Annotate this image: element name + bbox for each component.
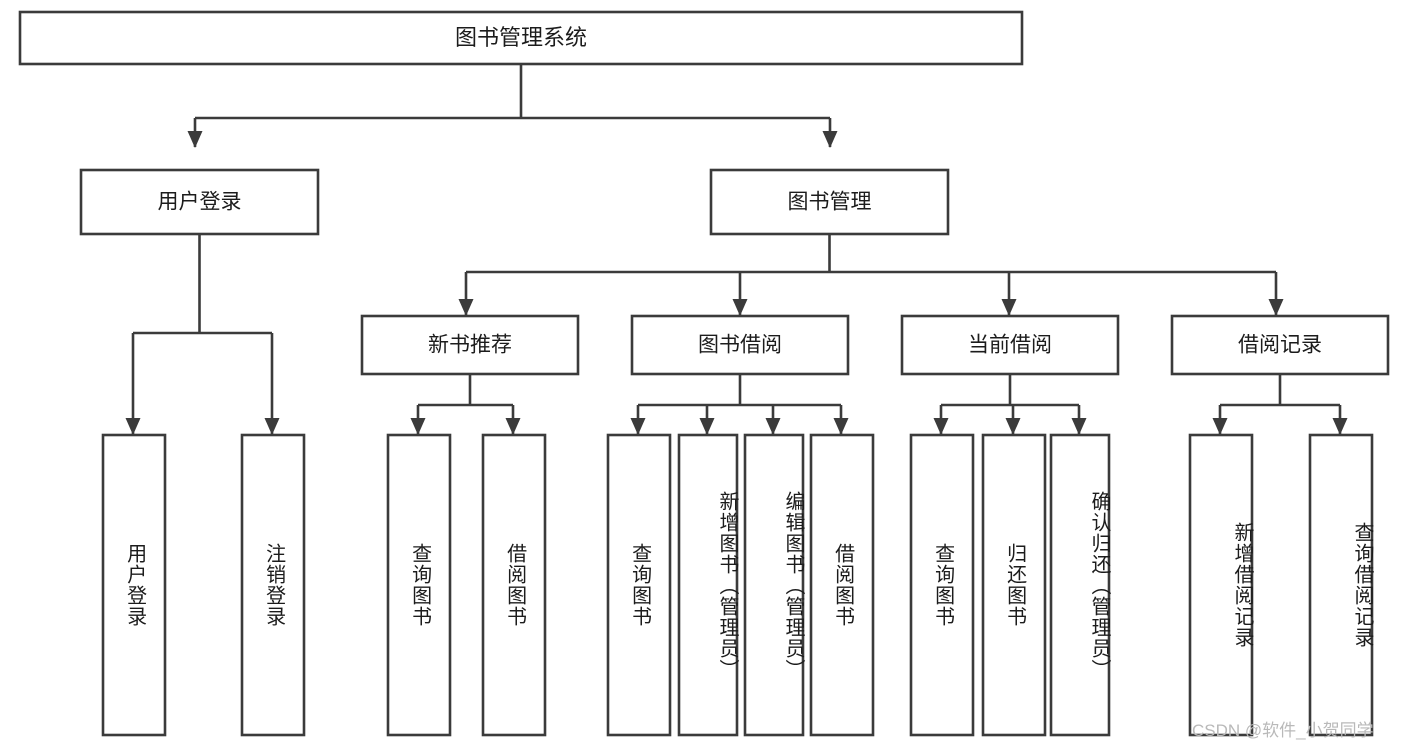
- node-box-bb-edit-book-admin[interactable]: [743, 433, 805, 737]
- node-box-user-login[interactable]: [79, 168, 320, 236]
- current-borrow-bus-arrow-0: [933, 418, 949, 435]
- node-box-new-book-recommend[interactable]: [360, 314, 580, 376]
- root-trunk-arrow-1: [822, 131, 838, 148]
- current-borrow-bus-arrow-1: [1005, 418, 1021, 435]
- new-book-recommend-bus-arrow-0: [410, 418, 426, 435]
- book-borrow-bus-arrow-1: [699, 418, 715, 435]
- node-box-cb-return-book[interactable]: [981, 433, 1047, 737]
- book-management-bus-arrow-1: [732, 299, 748, 316]
- node-box-book-borrow[interactable]: [630, 314, 850, 376]
- node-box-bb-query-book[interactable]: [606, 433, 672, 737]
- root-trunk-arrow-0: [187, 131, 203, 148]
- book-management-bus-arrow-0: [458, 299, 474, 316]
- node-box-br-add-record[interactable]: [1188, 433, 1254, 737]
- book-borrow-bus-arrow-0: [630, 418, 646, 435]
- book-borrow-bus-arrow-2: [765, 418, 781, 435]
- node-box-root[interactable]: [18, 10, 1024, 66]
- node-label-user-login: 用户登录: [158, 191, 242, 214]
- user-login-bus-arrow-1: [264, 418, 280, 435]
- current-borrow-bus-arrow-2: [1071, 418, 1087, 435]
- node-box-current-borrow[interactable]: [900, 314, 1120, 376]
- node-label-root: 图书管理系统: [455, 25, 587, 50]
- new-book-recommend-bus-arrow-1: [505, 418, 521, 435]
- book-borrow-bus-arrow-3: [833, 418, 849, 435]
- node-box-borrow-record[interactable]: [1170, 314, 1390, 376]
- node-box-bb-add-book-admin[interactable]: [677, 433, 739, 737]
- node-box-user-logout-action[interactable]: [240, 433, 306, 737]
- node-label-current-borrow: 当前借阅: [968, 334, 1052, 357]
- node-label-new-book-recommend: 新书推荐: [428, 334, 512, 357]
- node-box-nbr-query-book[interactable]: [386, 433, 452, 737]
- node-box-cb-confirm-return-admin[interactable]: [1049, 433, 1111, 737]
- node-box-nbr-borrow-book[interactable]: [481, 433, 547, 737]
- node-box-bb-borrow-book[interactable]: [809, 433, 875, 737]
- csdn-watermark: CSDN @软件_小贺同学: [1192, 721, 1374, 740]
- node-label-book-borrow: 图书借阅: [698, 334, 782, 357]
- node-label-borrow-record: 借阅记录: [1238, 334, 1322, 357]
- book-management-bus-arrow-3: [1268, 299, 1284, 316]
- node-box-br-query-record[interactable]: [1308, 433, 1374, 737]
- borrow-record-bus-arrow-1: [1332, 418, 1348, 435]
- user-login-bus-arrow-0: [125, 418, 141, 435]
- node-label-book-management: 图书管理: [788, 191, 872, 214]
- connector-layer: [125, 64, 1348, 435]
- node-box-user-login-action[interactable]: [101, 433, 167, 737]
- node-box-cb-query-book[interactable]: [909, 433, 975, 737]
- book-management-bus-arrow-2: [1001, 299, 1017, 316]
- node-box-book-management[interactable]: [709, 168, 950, 236]
- borrow-record-bus-arrow-0: [1212, 418, 1228, 435]
